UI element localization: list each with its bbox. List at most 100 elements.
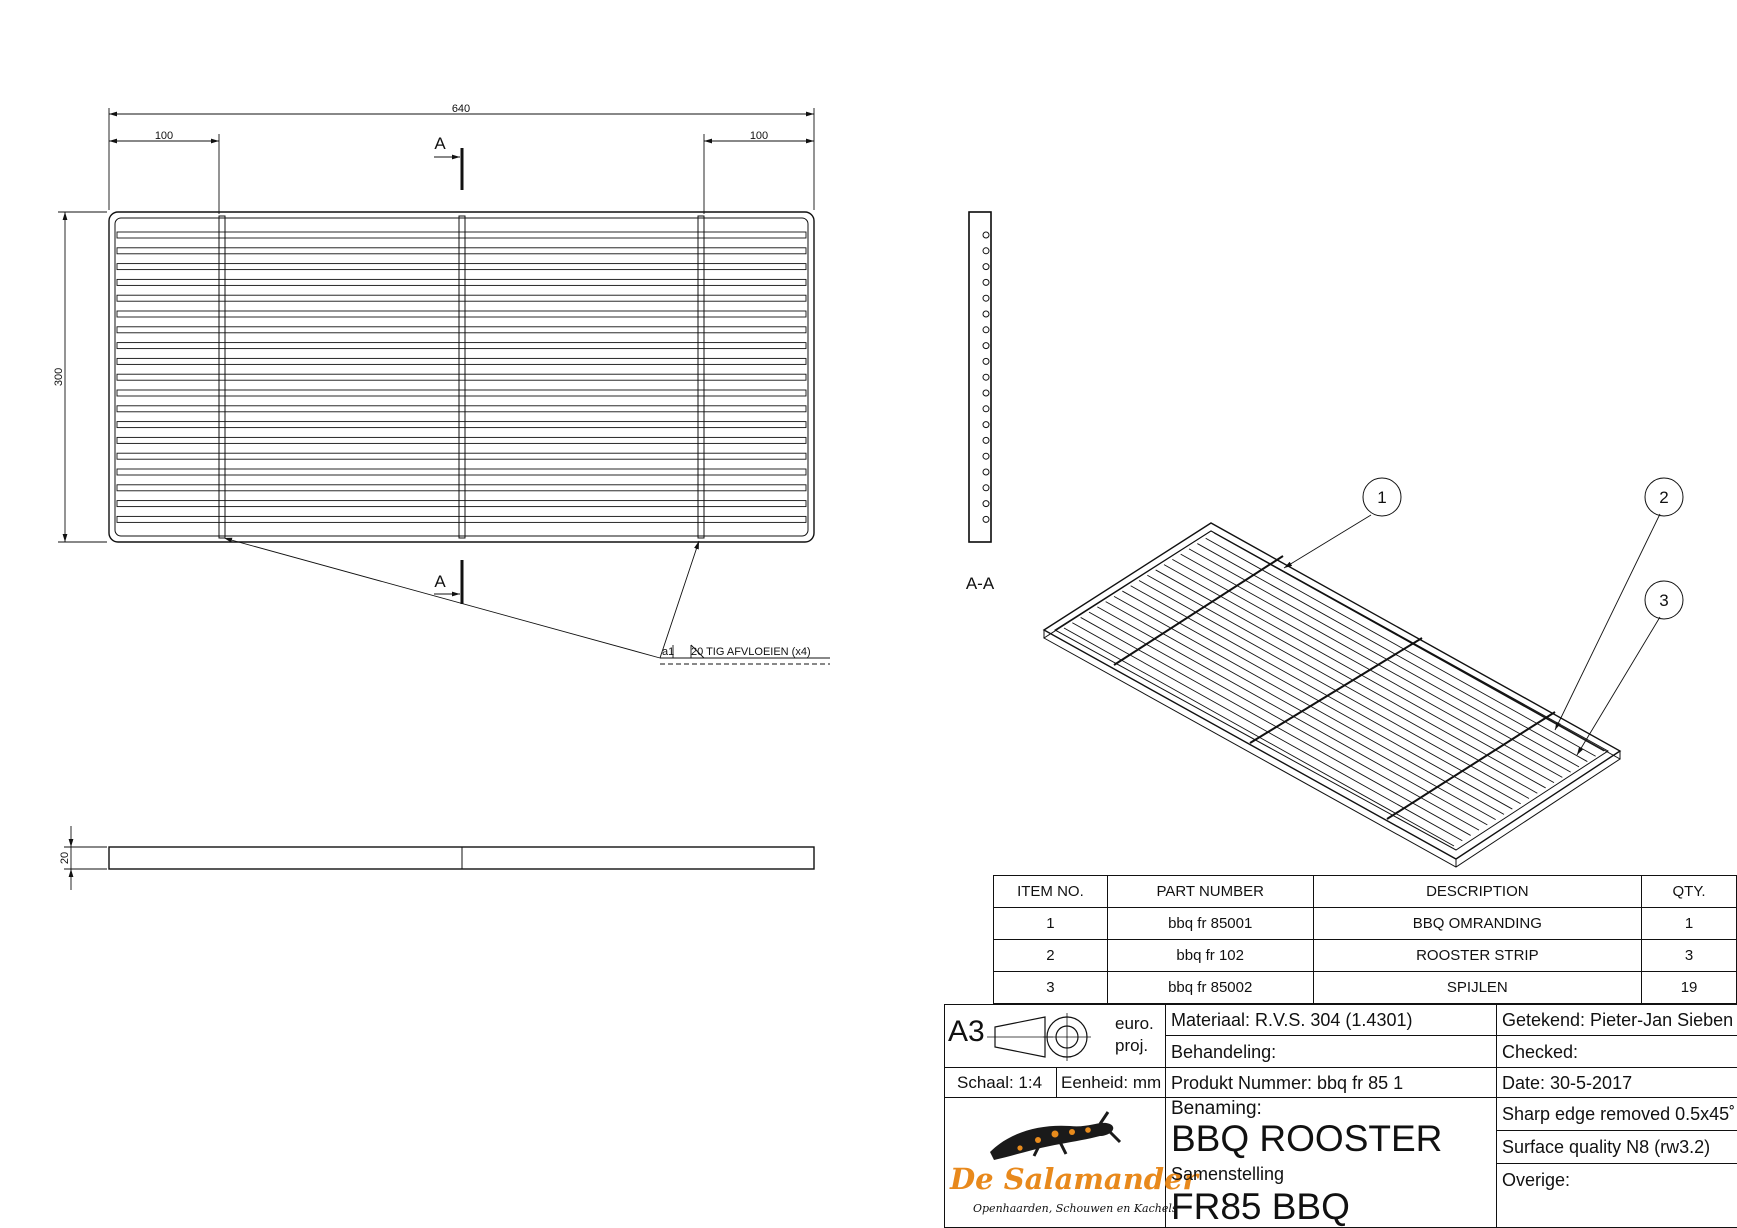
dim-overall-width: 640 (452, 103, 470, 115)
dim-right-offset: 100 (750, 130, 768, 142)
weld-note-text: 20 TIG AFVLOEIEN (x4) (691, 646, 811, 658)
bom-qty: 3 (1641, 939, 1737, 972)
surface-note: Surface quality N8 (rw3.2) (1502, 1137, 1711, 1157)
rod-sections (982, 231, 990, 523)
iso-rod-bars (1063, 532, 1605, 847)
iso-rod (1172, 558, 1563, 778)
unit: Eenheid: mm (1061, 1073, 1162, 1092)
logo-cell: De Salamander Openhaarden, Schouwen en K… (945, 1098, 1198, 1228)
projection-line-1: euro. (1115, 1014, 1154, 1033)
rod-section (982, 421, 990, 429)
bom-header-row: ITEM NO. PART NUMBER DESCRIPTION QTY. (993, 875, 1737, 908)
dimensions: 640 100 100 300 (53, 103, 815, 543)
salamander-logo-icon (990, 1111, 1122, 1160)
material-cell: Materiaal: R.V.S. 304 (1.4301) (1166, 1005, 1497, 1036)
rod-section (982, 515, 990, 523)
rod-section (982, 263, 990, 271)
company-name: De Salamander (950, 1162, 1198, 1196)
iso-rod (1163, 564, 1555, 784)
title-block: A3 euro. proj. Schaal: 1:4 Eenheid: mm D… (944, 1004, 1737, 1228)
dim-height: 300 (53, 368, 65, 386)
rod-bar (116, 231, 807, 239)
section-marker-top: A (434, 134, 446, 153)
balloon-2: 2 (1659, 488, 1668, 507)
bom-part: bbq fr 102 (1106, 939, 1314, 972)
assembly-name: FR85 BBQ (1171, 1186, 1350, 1227)
drawing-name: BBQ ROOSTER (1171, 1118, 1443, 1159)
rod-section (982, 247, 990, 255)
projection-line-2: proj. (1115, 1036, 1149, 1055)
bom-item: 1 (993, 907, 1108, 940)
treatment-cell: Behandeling: (1166, 1036, 1497, 1068)
rod-bar (116, 278, 807, 286)
rod-bar (116, 263, 807, 271)
unit-cell: Eenheid: mm (1057, 1068, 1166, 1098)
bom-header-description: DESCRIPTION (1312, 875, 1643, 908)
projection-symbol-icon (987, 1013, 1091, 1061)
iso-rod (1197, 543, 1588, 762)
rod-bar (116, 500, 807, 508)
rod-section (982, 405, 990, 413)
checked: Checked: (1502, 1042, 1579, 1062)
rod-section (982, 231, 990, 239)
product-number: Produkt Nummer: bbq fr 85 1 (1171, 1073, 1404, 1093)
drawn-by: Getekend: Pieter-Jan Sieben (1502, 1010, 1734, 1030)
other-cell: Overige: (1497, 1164, 1737, 1228)
grate-inner-frame (114, 217, 809, 537)
iso-rod (1188, 548, 1580, 768)
edge-note: Sharp edge removed 0.5x45˚ (1502, 1104, 1736, 1124)
section-label: A-A (966, 574, 995, 593)
rod-bars (116, 231, 807, 523)
rod-bar (116, 436, 807, 444)
rod-bar (116, 342, 807, 350)
edge-note-cell: Sharp edge removed 0.5x45˚ (1497, 1098, 1737, 1131)
section-view: A-A (966, 211, 995, 593)
rod-section (982, 436, 990, 444)
rod-section (982, 500, 990, 508)
rod-section (982, 468, 990, 476)
scale-cell: Schaal: 1:4 (945, 1068, 1057, 1098)
rod-section (982, 278, 990, 286)
bill-of-materials: ITEM NO. PART NUMBER DESCRIPTION QTY. 1 … (993, 875, 1737, 1004)
iso-rod (1130, 585, 1521, 805)
rod-bar (116, 294, 807, 302)
other: Overige: (1502, 1170, 1571, 1190)
isometric-view: 1 2 3 (1042, 477, 1684, 868)
rod-section (982, 310, 990, 318)
bom-part: bbq fr 85002 (1106, 971, 1314, 1004)
iso-rod (1105, 601, 1496, 821)
iso-rod (1180, 553, 1571, 773)
name-label: Benaming: (1171, 1098, 1262, 1119)
bom-header-item: ITEM NO. (993, 875, 1108, 908)
bom-item: 2 (993, 939, 1108, 972)
company-tagline: Openhaarden, Schouwen en Kachels (973, 1202, 1178, 1215)
weld-note-prefix: a1 (662, 646, 674, 658)
rod-bar (116, 373, 807, 381)
strip-left (218, 215, 226, 539)
iso-rod (1147, 574, 1538, 794)
rod-bar (116, 389, 807, 397)
bom-description: BBQ OMRANDING (1312, 907, 1643, 940)
weld-note: a1 20 TIG AFVLOEIEN (x4) (223, 537, 830, 665)
bom-qty: 19 (1641, 971, 1737, 1004)
drawn-by-cell: Getekend: Pieter-Jan Sieben (1497, 1005, 1737, 1036)
date: Date: 30-5-2017 (1502, 1073, 1633, 1093)
rod-bar (116, 421, 807, 429)
iso-rod (1213, 532, 1605, 752)
rod-bar (116, 247, 807, 255)
iso-rod (1122, 590, 1513, 810)
assembly-label: Samenstelling (1171, 1164, 1285, 1184)
bom-row: 3 bbq fr 85002 SPIJLEN 19 (993, 971, 1737, 1004)
rod-bar (116, 405, 807, 413)
section-line: A A (434, 134, 464, 604)
bom-header-qty: QTY. (1641, 875, 1737, 908)
checked-cell: Checked: (1497, 1036, 1737, 1068)
section-marker-bottom: A (434, 572, 446, 591)
dim-thickness: 20 (59, 852, 71, 864)
treatment: Behandeling: (1171, 1042, 1277, 1062)
rod-bar (116, 310, 807, 318)
bom-row: 1 bbq fr 85001 BBQ OMRANDING 1 (993, 907, 1737, 940)
name-cell: Benaming: BBQ ROOSTER Samenstelling FR85… (1166, 1098, 1497, 1228)
surface-note-cell: Surface quality N8 (rw3.2) (1497, 1131, 1737, 1164)
